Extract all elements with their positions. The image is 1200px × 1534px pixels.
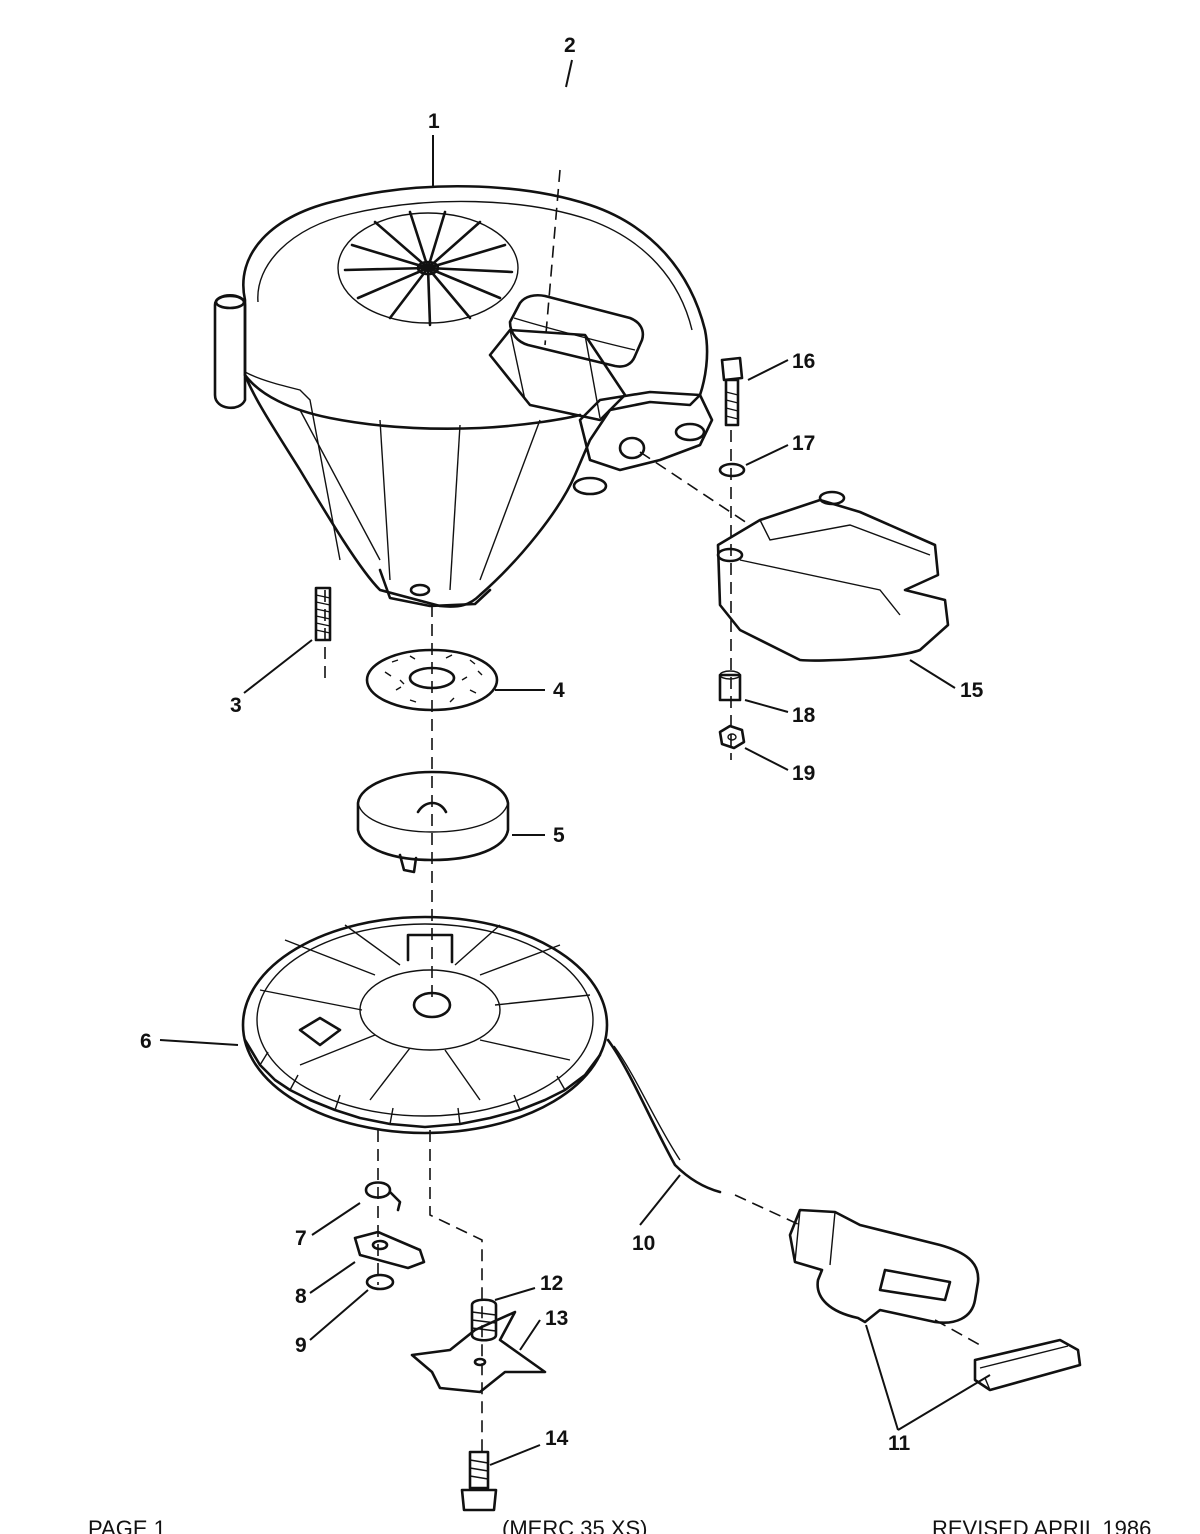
part-pawl <box>353 1230 426 1270</box>
part-handle-insert <box>973 1338 1082 1392</box>
part-compression-spring <box>470 1298 498 1342</box>
part-mounting-bracket <box>716 490 950 662</box>
housing-vent-grille <box>337 210 519 327</box>
part-center-bolt <box>460 1450 498 1512</box>
part-rope-pulley <box>241 915 609 1135</box>
callout-1: 1 <box>428 110 440 133</box>
callout-4: 4 <box>553 679 565 702</box>
callout-8: 8 <box>295 1285 307 1308</box>
callout-6: 6 <box>140 1030 152 1053</box>
callout-7: 7 <box>295 1227 307 1250</box>
part-washer <box>718 462 746 478</box>
part-cap <box>508 293 645 368</box>
callout-15: 15 <box>960 679 984 702</box>
callout-13: 13 <box>545 1307 568 1330</box>
callout-16: 16 <box>792 350 815 373</box>
part-spacer <box>718 670 742 702</box>
callout-12: 12 <box>540 1272 563 1295</box>
callout-10: 10 <box>632 1232 655 1255</box>
footer-model-name: (MERC 35 XS) <box>502 1516 648 1534</box>
callout-11: 11 <box>888 1432 911 1455</box>
part-stud <box>314 586 332 642</box>
callout-19: 19 <box>792 762 815 785</box>
callout-9: 9 <box>295 1334 307 1357</box>
footer-revision-date: REVISED APRIL 1986 <box>932 1516 1152 1534</box>
part-nut <box>718 724 746 750</box>
part-starter-handle <box>788 1208 980 1324</box>
part-pawl-spring <box>364 1181 402 1212</box>
part-starter-rope <box>606 1038 722 1194</box>
part-e-clip <box>365 1273 395 1291</box>
callout-5: 5 <box>553 824 565 847</box>
part-spring-retainer <box>356 770 510 874</box>
callout-2: 2 <box>564 34 576 57</box>
callout-labels: 1 2 3 4 5 6 7 8 9 10 11 12 13 14 15 16 1… <box>140 34 984 1455</box>
callout-18: 18 <box>792 704 816 727</box>
part-bracket-bolt <box>720 356 744 427</box>
callout-14: 14 <box>545 1427 569 1450</box>
assembly-axis-lines <box>324 169 981 1455</box>
part-cam-plate <box>410 1310 547 1394</box>
part-starter-housing <box>213 184 714 608</box>
callout-17: 17 <box>792 432 815 455</box>
callout-3: 3 <box>230 694 242 717</box>
footer-page-number: PAGE 1 <box>88 1516 166 1534</box>
callout-leader-lines <box>159 59 991 1466</box>
